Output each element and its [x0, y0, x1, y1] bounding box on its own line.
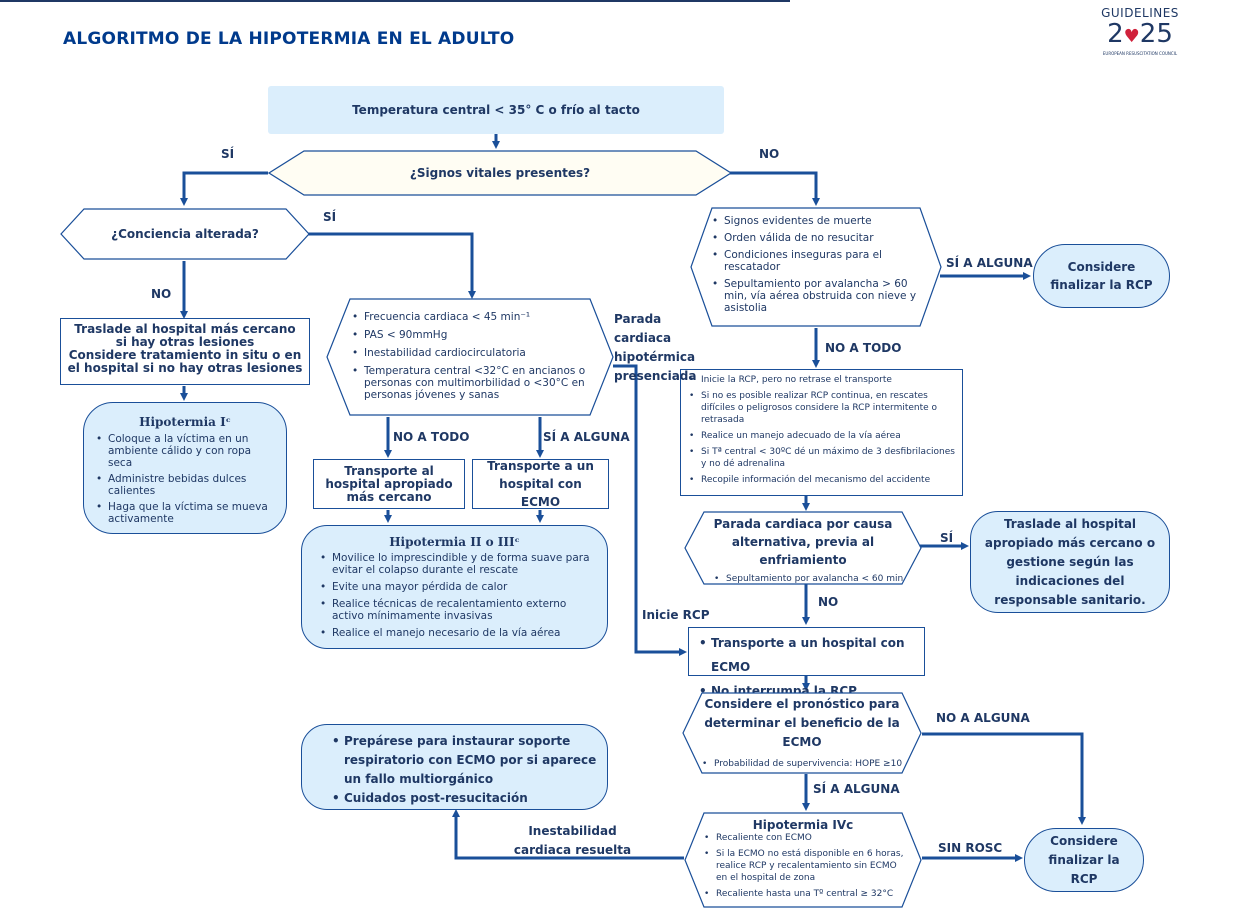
prepare-item: Prepárese para instaurar soporte respira… [332, 732, 597, 789]
death-signs-list: Signos evidentes de muerte Orden válida … [690, 207, 942, 314]
ecmo-transport-list: Transporte a un hospital con ECMO No int… [695, 631, 918, 703]
alternative-cause-item: Sepultamiento por avalancha < 60 min [714, 573, 922, 585]
hypothermia-23-list: Movilice lo imprescindible y de forma su… [312, 552, 597, 639]
guidelines-logo: GUIDELINES 2♥25 EUROPEAN RESUSCITATION C… [1100, 6, 1180, 66]
vital-signs-decision: ¿Signos vitales presentes? [268, 150, 732, 196]
death-signs-box: Signos evidentes de muerte Orden válida … [690, 207, 942, 327]
hypothermia-23-item: Realice técnicas de recalentamiento exte… [320, 598, 597, 622]
consciousness-decision: ¿Conciencia alterada? [60, 208, 310, 260]
hypothermia-1-item: Administre bebidas dulces calientes [96, 473, 274, 497]
hypothermia-1-title: Hipotermia Iᶜ [139, 415, 231, 429]
rcp-item: Recopile información del mecanismo del a… [689, 474, 956, 486]
transport-appropriate-box: Transporte al hospital apropiado más cer… [313, 459, 465, 509]
hypothermia-4-item: Recaliente hasta una Tº central ≥ 32°C [704, 888, 908, 900]
rcp-list: Inicie la RCP, pero no retrase el transp… [687, 374, 956, 486]
rcp-item: Realice un manejo adecuado de la vía aér… [689, 430, 956, 442]
rcp-instructions-box: Inicie la RCP, pero no retrase el transp… [680, 369, 963, 496]
label-no-alt: NO [818, 595, 839, 609]
hypothermia-4-item: Recaliente con ECMO [704, 832, 908, 844]
prepare-list: Prepárese para instaurar soporte respira… [316, 732, 597, 808]
alternative-cause-box: Parada cardiaca por causa alternativa, p… [684, 511, 922, 585]
hypothermia-23-item: Movilice lo imprescindible y de forma su… [320, 552, 597, 576]
hypothermia-1-item: Haga que la víctima se mueva activamente [96, 501, 274, 525]
logo-line3: EUROPEAN RESUSCITATION COUNCIL [1102, 51, 1178, 56]
hypothermia-1-box: Hipotermia Iᶜ Coloque a la víctima en un… [83, 402, 287, 534]
label-si-alguna-inst: SÍ A ALGUNA [543, 430, 630, 444]
vital-signs-text: ¿Signos vitales presentes? [409, 166, 591, 180]
heart-icon: ♥ [1123, 26, 1140, 47]
consciousness-text: ¿Conciencia alterada? [111, 227, 259, 241]
hypothermia-4-title: Hipotermia IVc [752, 818, 854, 832]
prognosis-title: Considere el pronóstico para determinar … [704, 697, 900, 749]
label-no-todo-inst: NO A TODO [393, 430, 470, 444]
ecmo-transport-item: Transporte a un hospital con ECMO [699, 631, 918, 679]
death-sign-item: Signos evidentes de muerte [712, 215, 932, 227]
rcp-item: Si Tª central < 30ºC dé un máximo de 3 d… [689, 446, 956, 470]
arrow-vital-no [730, 171, 820, 206]
alternative-cause-title: Parada cardiaca por causa alternativa, p… [713, 517, 893, 567]
arrow-vital-yes [180, 171, 268, 206]
instability-item: Inestabilidad cardiocirculatoria [352, 347, 594, 359]
prognosis-list: Probabilidad de supervivencia: HOPE ≥10 [682, 752, 922, 770]
death-sign-item: Sepultamiento por avalancha > 60 min, ví… [712, 278, 932, 314]
hypothermia-23-box: Hipotermia II o IIIᶜ Movilice lo impresc… [301, 525, 608, 649]
prepare-ecmo-box: Prepárese para instaurar soporte respira… [301, 724, 608, 810]
hypothermia-4-item: Si la ECMO no está disponible en 6 horas… [704, 848, 908, 884]
arrow-conscious-yes [308, 232, 476, 299]
core-temp-box: Temperatura central < 35° C o frío al ta… [268, 86, 724, 134]
arrow-prog-no [922, 732, 1086, 825]
finalize-rcp-box-2: Considere finalizar la RCP [1024, 828, 1144, 892]
instability-item: PAS < 90mmHg [352, 329, 594, 341]
page-title: ALGORITMO DE LA HIPOTERMIA EN EL ADULTO [63, 29, 515, 49]
prognosis-item: Probabilidad de supervivencia: HOPE ≥10 [702, 758, 922, 770]
label-si-alguna-death: SÍ A ALGUNA [946, 256, 1033, 270]
hypothermia-4-box: Hipotermia IVc Recaliente con ECMO Si la… [684, 812, 922, 908]
top-rule [0, 0, 790, 2]
rcp-item: Inicie la RCP, pero no retrase el transp… [689, 374, 956, 386]
instability-item: Temperatura central <32°C en ancianos o … [352, 365, 594, 401]
label-start-rcp: Inicie RCP [642, 608, 710, 622]
label-sin-rosc: SIN ROSC [938, 841, 1003, 855]
hypothermia-23-item: Evite una mayor pérdida de calor [320, 581, 597, 593]
label-si-alt: SÍ [940, 531, 954, 545]
death-sign-item: Condiciones inseguras para el rescatador [712, 249, 932, 273]
hypothermia-1-list: Coloque a la víctima en un ambiente cáli… [96, 433, 274, 525]
finalize-rcp-box-1: Considere finalizar la RCP [1033, 244, 1170, 308]
transfer-nearest-hospital-box: Traslade al hospital apropiado más cerca… [970, 511, 1170, 613]
label-instability-resolved: Inestabilidad cardiaca resuelta [513, 824, 632, 857]
prognosis-box: Considere el pronóstico para determinar … [682, 692, 922, 774]
label-si-conscious: SÍ [323, 210, 337, 224]
hypothermia-4-list: Recaliente con ECMO Si la ECMO no está d… [684, 832, 922, 900]
hypothermia-1-item: Coloque a la víctima en un ambiente cáli… [96, 433, 274, 469]
logo-year: 2♥25 [1107, 19, 1173, 49]
label-no-right: NO [759, 147, 780, 161]
transport-nearest-box: Traslade al hospital más cercano si hay … [60, 318, 310, 385]
logo-line1: GUIDELINES [1101, 6, 1179, 20]
prepare-item: Cuidados post-resucitación [332, 789, 597, 808]
hypothermia-23-title: Hipotermia II o IIIᶜ [389, 535, 520, 549]
death-sign-item: Orden válida de no resucitar [712, 232, 932, 244]
instability-item: Frecuencia cardiaca < 45 min⁻¹ [352, 311, 594, 323]
transport-near-line: Traslade al hospital más cercano si hay … [74, 322, 296, 349]
arrow-witnessed [613, 364, 687, 656]
label-si-alguna-prog: SÍ A ALGUNA [813, 782, 900, 796]
transport-near-line: Considere tratamiento in situ o en el ho… [67, 348, 303, 375]
hypothermia-23-item: Realice el manejo necesario de la vía aé… [320, 627, 597, 639]
rcp-item: Si no es posible realizar RCP continua, … [689, 390, 956, 426]
label-si-left: SÍ [221, 147, 235, 161]
transport-ecmo-box: Transporte a un hospital con ECMO [472, 459, 609, 509]
label-witnessed-arrest: Parada cardiaca hipotérmica presenciada [614, 312, 697, 383]
ecmo-transport-box: Transporte a un hospital con ECMO No int… [688, 627, 925, 703]
alternative-cause-list: Sepultamiento por avalancha < 60 min [684, 569, 922, 585]
label-no-conscious: NO [151, 287, 172, 301]
arrow-hypo4-resolved [452, 809, 684, 860]
label-no-todo-death: NO A TODO [825, 341, 902, 355]
instability-list: Frecuencia cardiaca < 45 min⁻¹ PAS < 90m… [326, 298, 614, 401]
label-no-alguna-prog: NO A ALGUNA [936, 711, 1030, 725]
instability-box: Frecuencia cardiaca < 45 min⁻¹ PAS < 90m… [326, 298, 614, 416]
